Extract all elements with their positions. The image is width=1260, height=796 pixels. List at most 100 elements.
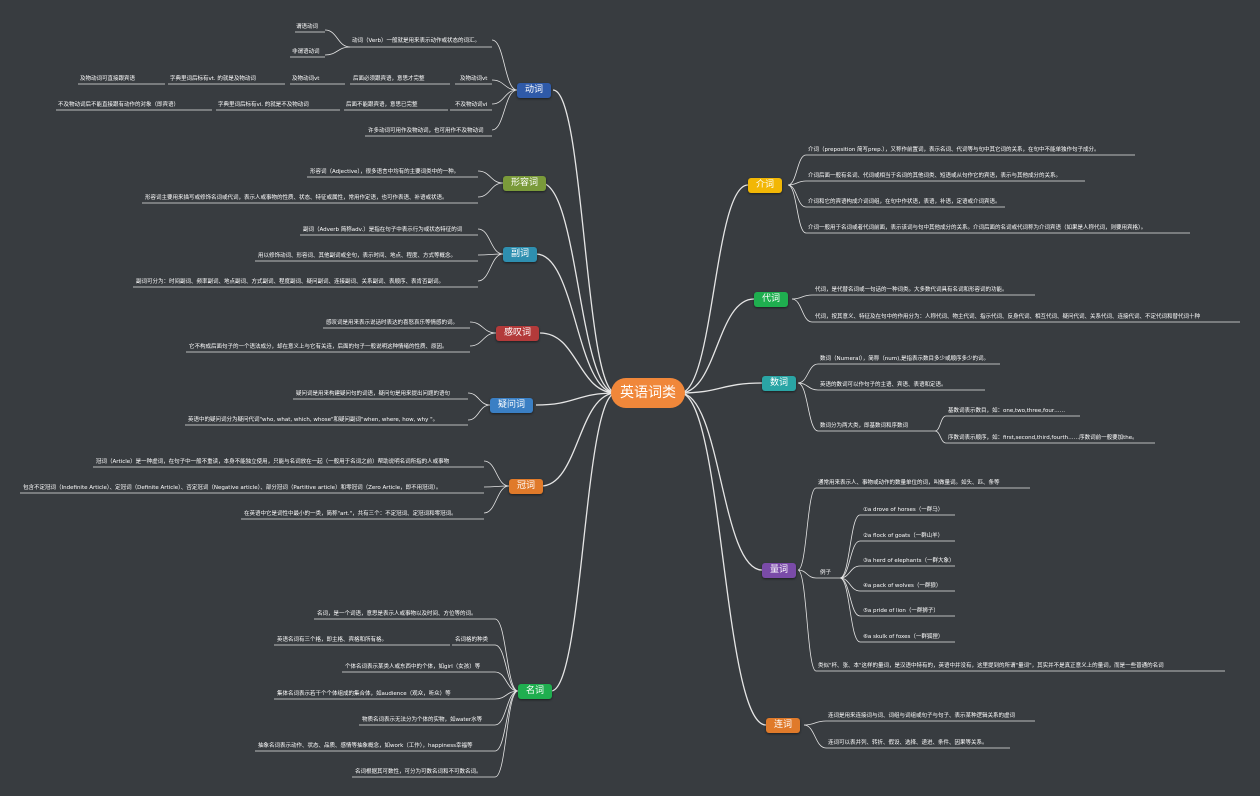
quantifier-example[interactable]: ③a herd of elephants（一群大象）: [863, 558, 955, 564]
noun-case-note[interactable]: 英语名词有三个格，即主格、宾格和所有格。: [277, 637, 388, 643]
connector: [491, 79, 518, 91]
quantifier-outro[interactable]: 类似"杯、张、本"这样的量词，是汉语中特有的，英语中并没有，这里提到的所谓"量词…: [818, 663, 1164, 669]
adverb-item[interactable]: 用以修饰动词、形容词、其他副词或全句，表示时间、地点、程度、方式等概念。: [258, 253, 457, 259]
connector: [467, 404, 491, 421]
connector: [679, 392, 767, 726]
connector: [679, 382, 763, 394]
verb-both[interactable]: 许多动词可用作及物动词，也可用作不及物动词: [368, 128, 484, 134]
quantifier-example[interactable]: ①a drove of horses（一群马）: [863, 507, 944, 513]
verb-vt-sub3[interactable]: 及物动词可直接跟宾语: [80, 76, 136, 82]
connector: [803, 724, 827, 749]
branch-adverb[interactable]: 副词: [503, 247, 538, 262]
connector: [494, 618, 519, 692]
connector: [494, 671, 519, 692]
connector: [324, 46, 351, 56]
article-item[interactable]: 冠词（Article）是一种虚词，在句子中一般不重读，本身不能独立使用，只能与名…: [96, 459, 450, 465]
connector: [787, 184, 807, 208]
preposition-item[interactable]: 介词和它的宾语构成介词词组，在句中作状语，表语，补语，定语或介词宾语。: [808, 199, 1001, 205]
adjective-item[interactable]: 形容词（Adjective），很多语言中均有的主要词类中的一种。: [310, 169, 460, 175]
verb-vt-sub[interactable]: 及物动词vt: [292, 76, 320, 82]
interjection-item[interactable]: 感叹词是用来表示说话时表达的喜怒哀乐等情感的词。: [326, 320, 459, 326]
pronoun-item[interactable]: 代词，是代替名词或一句话的一种词类。大多数代词具有名词和形容词的功能。: [815, 287, 1008, 293]
connector: [797, 382, 819, 391]
numeral-item[interactable]: 英语的数词可以作句子的主语、宾语、表语和定语。: [820, 382, 947, 388]
verb-vi-sub[interactable]: 字典里词后标有vi. 的就是不及物动词: [218, 102, 309, 108]
branch-adjective[interactable]: 形容词: [503, 176, 547, 191]
numeral-ordinal[interactable]: 序数词表示顺序，如：first,second,third,fourth……序数词…: [948, 435, 1138, 441]
branch-pronoun[interactable]: 代词: [754, 292, 789, 307]
connector: [477, 253, 504, 282]
quantifier-intro[interactable]: 通常用来表示人、事物或动作的数量单位的词，叫做量词。如头、匹、条等: [818, 480, 1000, 486]
quantifier-example-label[interactable]: 例子: [820, 570, 832, 576]
branch-interjection[interactable]: 感叹词: [496, 326, 540, 341]
quantifier-example[interactable]: ⑥a skulk of foxes（一群狐狸）: [863, 634, 944, 640]
conjunction-item[interactable]: 连词可以表并列、转折、假设、选择、递进、条件、因果等关系。: [828, 740, 988, 746]
interrogative-item[interactable]: 英语中的疑问词分为疑问代词"who, what, which, whose"和疑…: [188, 417, 439, 423]
noun-item[interactable]: 物质名词表示无法分为个体的实物，如water水等: [362, 717, 483, 723]
branch-article[interactable]: 冠词: [509, 479, 544, 494]
verb-definition[interactable]: 动词（Verb）一般就是用来表示动作或状态的词汇。: [352, 38, 480, 44]
numeral-item[interactable]: 数词分为两大类，即基数词和序数词: [820, 423, 909, 429]
adjective-item[interactable]: 形容词主要用来描写或修饰名词或代词，表示人或事物的性质、状态、特征或属性，常用作…: [145, 195, 448, 201]
noun-item[interactable]: 名词根据其可数性，可分为可数名词和不可数名词。: [355, 769, 482, 775]
pronoun-item[interactable]: 代词，按其意义、特征及在句中的作用分为：人称代词、物主代词、指示代词、反身代词、…: [815, 314, 1201, 320]
connector: [539, 332, 617, 394]
verb-vi[interactable]: 不及物动词vi: [455, 102, 488, 108]
connector: [483, 485, 510, 514]
connector: [540, 392, 617, 487]
preposition-item[interactable]: 介词后面一般有名词、代词或相当于名词的其他词类、短语或从句作它的宾语，表示与其他…: [808, 173, 1062, 179]
connector: [467, 392, 491, 406]
noun-item[interactable]: 抽象名词表示动作、状态、品质、感情等抽象概念，如work（工作），happine…: [258, 743, 473, 749]
connector: [679, 392, 763, 571]
preposition-item[interactable]: 介词（preposition 简写prep.），又称作前置词，表示名词、代词等与…: [808, 147, 1100, 153]
quantifier-example[interactable]: ⑤a pride of lion（一群狮子）: [863, 608, 939, 614]
preposition-item[interactable]: 介词一般用于名词或者代词前面，表示该词与句中其他成分的关系。介词后面的名词或代词…: [808, 225, 1147, 231]
numeral-cardinal[interactable]: 基数词表示数目，如：one,two,three,four……: [948, 408, 1066, 414]
connector: [477, 170, 504, 184]
connector: [540, 182, 617, 394]
verb-vi-note[interactable]: 后面不能跟宾语，意思已完整: [346, 102, 418, 108]
interrogative-item[interactable]: 疑问词是用来构建疑问句的词语，疑问句是用来提出问题的语句: [296, 391, 451, 397]
connector: [679, 184, 749, 394]
connector: [477, 182, 504, 198]
connector: [491, 89, 518, 131]
center-topic[interactable]: 英语词类: [611, 378, 685, 408]
branch-numeral[interactable]: 数词: [762, 376, 797, 391]
article-item[interactable]: 在英语中它是词性中最小的一类，简称"art."，共有三个：不定冠词、定冠词和零冠…: [244, 511, 457, 517]
noun-item[interactable]: 名词，是一个词语，意思是表示人或事物以及时间、方位等的词。: [317, 611, 477, 617]
verb-vt[interactable]: 及物动词vt: [460, 76, 488, 82]
verb-vi-sub2[interactable]: 不及物动词后不能直接跟有动作的对象（即宾语）: [58, 102, 180, 108]
connector: [679, 298, 755, 394]
conjunction-item[interactable]: 连词是用来连接词与词、词组与词组或句子与句子、表示某种逻辑关系的虚词: [828, 713, 1016, 719]
connector: [535, 253, 617, 394]
noun-case-label[interactable]: 名词格的种类: [455, 637, 489, 643]
branch-interrogative[interactable]: 疑问词: [490, 398, 534, 413]
connector: [483, 485, 510, 488]
verb-predicate[interactable]: 谓语动词: [296, 24, 319, 30]
connector: [934, 430, 947, 444]
branch-verb[interactable]: 动词: [517, 83, 552, 98]
connector: [491, 39, 518, 91]
verb-vt-sub2[interactable]: 字典里词后标有vt. 的就是及物动词: [170, 76, 256, 82]
article-item[interactable]: 包含不定冠词（Indefinite Article）、定冠词（Definite …: [23, 485, 442, 491]
connector: [469, 332, 497, 347]
quantifier-example[interactable]: ④a pack of wolves（一群狼）: [863, 583, 942, 589]
branch-noun[interactable]: 名词: [518, 684, 553, 699]
noun-item[interactable]: 个体名词表示某类人或东西中的个体，如girl（女孩）等: [345, 664, 481, 670]
connector: [552, 89, 617, 394]
branch-preposition[interactable]: 介词: [748, 178, 783, 193]
connector: [797, 569, 817, 672]
connector: [839, 565, 861, 579]
connector: [934, 415, 947, 432]
adverb-item[interactable]: 副词（Adverb 简称adv.）是指在句子中表示行为或状态特征的词: [303, 227, 463, 233]
verb-nonpredicate[interactable]: 非谓语动词: [292, 49, 320, 55]
interjection-item[interactable]: 它不构成后面句子的一个语法成分，却在意义上与它有关连，后面的句子一般说明这种情绪…: [189, 344, 448, 350]
verb-vt-note[interactable]: 后面必须跟宾语，意思才完整: [353, 76, 425, 82]
noun-item[interactable]: 集体名词表示若干个个体组成的集合体，如audience（观众，听众）等: [277, 691, 451, 697]
connector: [803, 720, 827, 726]
branch-quantifier[interactable]: 量词: [762, 563, 797, 578]
adverb-item[interactable]: 副词可分为：时间副词、频率副词、地点副词、方式副词、程度副词、疑问副词、连接副词…: [136, 279, 445, 285]
quantifier-example[interactable]: ②a flock of goats（一群山羊）: [863, 533, 944, 539]
numeral-item[interactable]: 数词（Numeral），简称（num),是指表示数目多少或顺序多少的词。: [820, 356, 989, 362]
branch-conjunction[interactable]: 连词: [766, 718, 801, 733]
